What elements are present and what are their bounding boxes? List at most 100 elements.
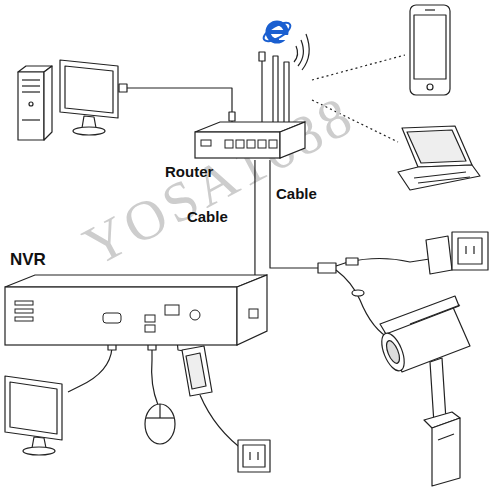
nvr-power-adapter-part [249, 452, 250, 460]
watermark: YOSA1688 [75, 86, 363, 275]
laptop-part [407, 130, 466, 163]
laptop-part [418, 177, 470, 183]
device-part [15, 309, 33, 313]
smartphone [410, 5, 450, 95]
bullet-camera-part [380, 296, 459, 334]
laptop-part [398, 165, 480, 190]
camera-power-adapter-part [426, 236, 452, 274]
device-part [5, 287, 237, 345]
camera-power-adapter-part [465, 246, 466, 254]
pc-monitor [60, 60, 118, 135]
nvr-monitor-part [5, 376, 62, 440]
router-box: Router [195, 120, 305, 160]
device-part [236, 140, 244, 148]
pc-cable [119, 84, 235, 122]
pc-monitor-part [73, 127, 105, 135]
device-part [103, 313, 121, 323]
wireless-link-part [312, 55, 405, 80]
bullet-camera-part [384, 339, 402, 365]
device-part [5, 275, 267, 287]
mouse [145, 330, 175, 444]
smartphone-part [427, 84, 433, 90]
device-part [195, 132, 280, 158]
nvr-power-adapter-part [243, 445, 265, 467]
router-antenna-part [294, 46, 298, 62]
nvr-power-adapter-part [238, 440, 270, 472]
nvr-monitor-part [10, 382, 57, 434]
camera-cable-part [352, 290, 364, 296]
internet-icon-part [261, 52, 262, 122]
device-part [237, 275, 267, 345]
device-part [15, 301, 33, 305]
pc-tower-part [22, 91, 40, 92]
bullet-camera-part [377, 330, 409, 374]
camera-power-adapter-part [452, 232, 488, 270]
bullet-camera-part [410, 305, 460, 324]
device-part [165, 305, 179, 315]
laptop-part [402, 126, 472, 167]
pc-cable-part [229, 112, 235, 121]
pc-cable-part [127, 88, 232, 122]
mouse-part [146, 417, 174, 418]
camera-cable-part [318, 263, 336, 273]
nvr-monitor-part [32, 437, 46, 448]
internet-icon-part [259, 52, 265, 61]
cable-label: Cable [187, 209, 228, 224]
device-part [280, 122, 305, 158]
pc-tower-part [18, 72, 44, 140]
router-antenna [273, 34, 309, 124]
cable-label: Cable [276, 186, 317, 201]
pc-tower-part [44, 66, 52, 140]
router-antenna-part [302, 34, 309, 70]
nvr-power-adapter-part [186, 353, 206, 389]
bullet-camera [377, 296, 470, 486]
camera-power-adapter-part [473, 246, 474, 254]
nvr-power-adapter [176, 330, 270, 472]
device-part [15, 317, 33, 321]
bullet-camera-part [432, 418, 460, 486]
pc-tower [18, 66, 52, 140]
device-part [258, 140, 266, 148]
pc-monitor-part [65, 66, 113, 113]
wireless-link-part [312, 100, 398, 142]
pc-monitor-part [82, 116, 96, 128]
device-part [190, 310, 200, 320]
cable-line [254, 160, 255, 275]
device-part [269, 140, 277, 148]
pc-tower-part [22, 85, 40, 86]
nvr-box: NVR [5, 275, 267, 347]
router-box-outline [195, 120, 305, 160]
device-part [145, 325, 155, 332]
device-part [247, 140, 255, 148]
camera-cable-part [336, 258, 436, 266]
internet-icon-part [268, 30, 286, 34]
wireless-link [312, 55, 405, 142]
device-part [225, 140, 233, 148]
device-label: Router [165, 164, 213, 179]
smartphone-part [414, 15, 446, 79]
camera-power-adapter [426, 232, 488, 274]
mouse-part [159, 404, 160, 418]
pc-monitor-part [60, 60, 118, 118]
smartphone-part [410, 5, 450, 95]
camera-cable-part [270, 160, 318, 268]
nvr-box-outline [5, 275, 267, 347]
router-antenna-part [273, 56, 278, 124]
smartphone-part [425, 9, 435, 10]
internet-icon-part [261, 19, 293, 44]
laptop-part [414, 172, 466, 178]
camera-power-adapter-part [458, 238, 482, 264]
bullet-camera-part [438, 434, 454, 440]
camera-cable-part [346, 258, 358, 265]
laptop [398, 126, 480, 190]
nvr-power-adapter-part [182, 346, 212, 396]
pc-tower-part [22, 119, 40, 120]
router-antenna-part [298, 40, 303, 66]
pc-tower-part [22, 79, 40, 80]
device-part [201, 140, 211, 146]
network-cable [254, 160, 255, 275]
device-part [249, 309, 258, 318]
